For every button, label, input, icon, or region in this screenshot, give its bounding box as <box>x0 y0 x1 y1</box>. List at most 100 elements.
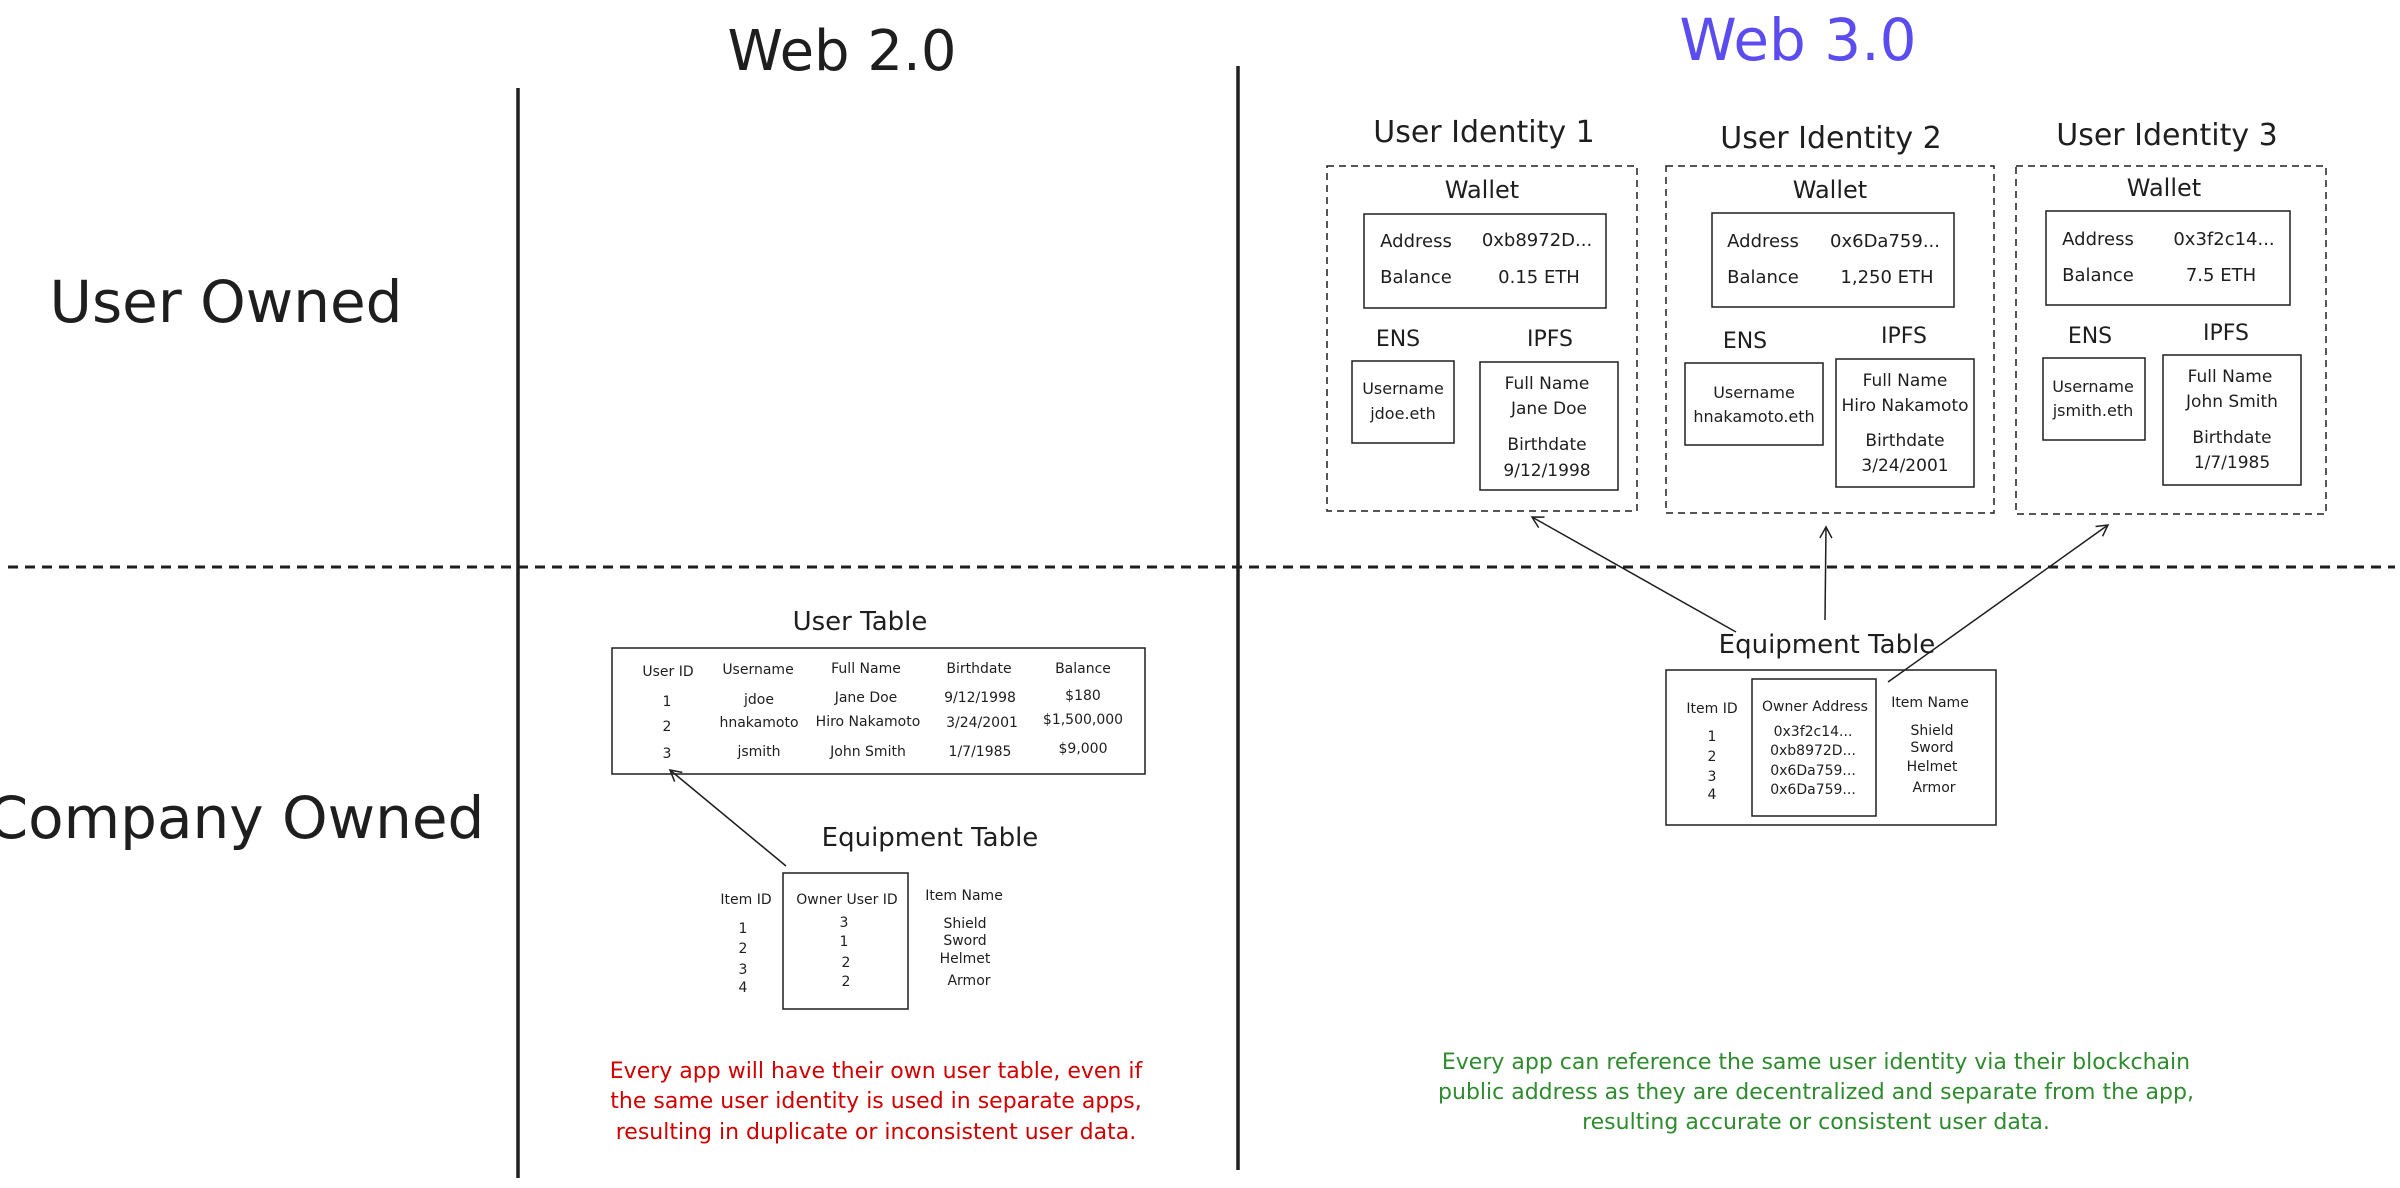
web3-note-line: public address as they are decentralized… <box>1438 1080 2194 1105</box>
birthdate-label: Birthdate <box>2192 428 2271 448</box>
identity-box <box>2015 165 2327 515</box>
table-cell: $9,000 <box>1059 741 1108 757</box>
identity-box <box>1665 165 1995 514</box>
wallet-balance: 7.5 ETH <box>2186 265 2256 286</box>
table-cell: $1,500,000 <box>1043 712 1123 728</box>
balance-label: Balance <box>1380 267 1452 288</box>
ens-box <box>1684 362 1824 446</box>
list-item: 3 <box>1708 769 1717 785</box>
list-item: Sword <box>1910 740 1953 756</box>
list-item: 3 <box>840 915 849 931</box>
ens-username: hnakamoto.eth <box>1693 407 1814 426</box>
ipfs-label: IPFS <box>2203 321 2249 346</box>
web2-note-line: resulting in duplicate or inconsistent u… <box>616 1120 1136 1145</box>
list-item: 2 <box>1708 749 1717 765</box>
equipment-col-item-id: Item ID <box>1686 701 1737 717</box>
ens-label: ENS <box>1723 329 1767 354</box>
web2-note-line: Every app will have their own user table… <box>610 1059 1144 1084</box>
list-item: Armor <box>1912 780 1955 796</box>
web3-note: Every app can reference the same user id… <box>1438 1050 2194 1135</box>
ens-box <box>2042 357 2146 441</box>
user-identity-card: User Identity 3 Wallet Address 0x3f2c14.… <box>2015 118 2327 515</box>
user-table-col-user-id: User ID <box>642 664 693 680</box>
full-name-label: Full Name <box>1863 371 1948 391</box>
ipfs-box <box>2162 354 2302 486</box>
list-item: Armor <box>947 973 990 989</box>
list-item: 4 <box>1708 787 1717 803</box>
identity-title: User Identity 2 <box>1720 121 1942 156</box>
birthdate-label: Birthdate <box>1865 431 1944 451</box>
address-label: Address <box>2062 229 2134 250</box>
full-name-value: John Smith <box>2185 392 2278 412</box>
list-item: 3 <box>739 962 748 978</box>
wallet-box <box>1363 213 1607 309</box>
web3-equipment-table: Equipment Table Item ID Owner Address It… <box>1665 630 1997 826</box>
identity-box <box>1326 165 1638 512</box>
ipfs-label: IPFS <box>1881 324 1927 349</box>
table-cell: Hiro Nakamoto <box>816 714 921 730</box>
ens-box <box>1351 360 1455 444</box>
list-item: Shield <box>1910 723 1953 739</box>
list-item: Helmet <box>940 951 991 967</box>
list-item: 2 <box>739 941 748 957</box>
full-name-label: Full Name <box>2188 367 2273 387</box>
web3-arrow-to-identity-1 <box>1530 516 1737 633</box>
table-cell: 2 <box>663 719 672 735</box>
table-cell: hnakamoto <box>719 715 798 731</box>
list-item: 0xb8972D... <box>1770 743 1856 759</box>
equipment-table-title: Equipment Table <box>1719 630 1936 660</box>
equipment-table-box <box>1665 669 1997 826</box>
web2-header: Web 2.0 <box>728 19 957 84</box>
web3-header: Web 3.0 <box>1679 6 1916 74</box>
table-cell: 3/24/2001 <box>946 715 1018 731</box>
balance-label: Balance <box>1727 267 1799 288</box>
list-item: Helmet <box>1907 759 1958 775</box>
user-table-col-username: Username <box>722 662 793 678</box>
identity-title: User Identity 1 <box>1373 115 1595 150</box>
owner-user-id-column-box <box>782 872 909 1010</box>
table-cell: 1/7/1985 <box>949 744 1012 760</box>
owner-address-column-box <box>1751 678 1877 817</box>
birthdate-value: 1/7/1985 <box>2194 453 2270 473</box>
equipment-col-owner-user-id: Owner User ID <box>796 892 897 908</box>
user-table-col-full-name: Full Name <box>831 661 901 677</box>
list-item: 0x6Da759... <box>1770 782 1856 798</box>
list-item: Shield <box>943 916 986 932</box>
web3-arrow-to-identity-2 <box>1819 525 1833 621</box>
user-table-title: User Table <box>793 607 928 637</box>
web3-arrow-to-identity-3 <box>1887 524 2110 683</box>
ens-username: jsmith.eth <box>2052 401 2134 420</box>
web2-note-line: the same user identity is used in separa… <box>610 1089 1141 1114</box>
equipment-col-item-id: Item ID <box>720 892 771 908</box>
user-identity-card: User Identity 2 Wallet Address 0x6Da759.… <box>1665 121 1995 514</box>
full-name-value: Jane Doe <box>1510 399 1587 419</box>
equipment-col-owner-address: Owner Address <box>1762 699 1868 715</box>
table-cell: 9/12/1998 <box>944 690 1016 706</box>
list-item: 2 <box>842 955 851 971</box>
user-owned-label: User Owned <box>50 268 403 336</box>
wallet-balance: 1,250 ETH <box>1840 267 1933 288</box>
list-item: 0x6Da759... <box>1770 763 1856 779</box>
user-table-col-balance: Balance <box>1055 661 1111 677</box>
username-label: Username <box>1713 383 1795 402</box>
table-cell: 1 <box>663 694 672 710</box>
web2-note: Every app will have their own user table… <box>610 1059 1144 1145</box>
username-label: Username <box>1362 379 1444 398</box>
username-label: Username <box>2052 377 2134 396</box>
ens-label: ENS <box>2068 324 2112 349</box>
ens-username: jdoe.eth <box>1369 404 1436 423</box>
birthdate-value: 3/24/2001 <box>1861 456 1948 476</box>
user-table-col-birthdate: Birthdate <box>946 661 1011 677</box>
balance-label: Balance <box>2062 265 2134 286</box>
user-table-box <box>611 647 1146 775</box>
wallet-address: 0x3f2c14... <box>2173 229 2274 250</box>
wallet-label: Wallet <box>1445 176 1519 204</box>
equipment-col-item-name: Item Name <box>925 888 1003 904</box>
list-item: 1 <box>840 934 849 950</box>
list-item: Sword <box>943 933 986 949</box>
list-item: 1 <box>739 921 748 937</box>
web3-note-line: Every app can reference the same user id… <box>1442 1050 2190 1075</box>
table-cell: 3 <box>663 746 672 762</box>
